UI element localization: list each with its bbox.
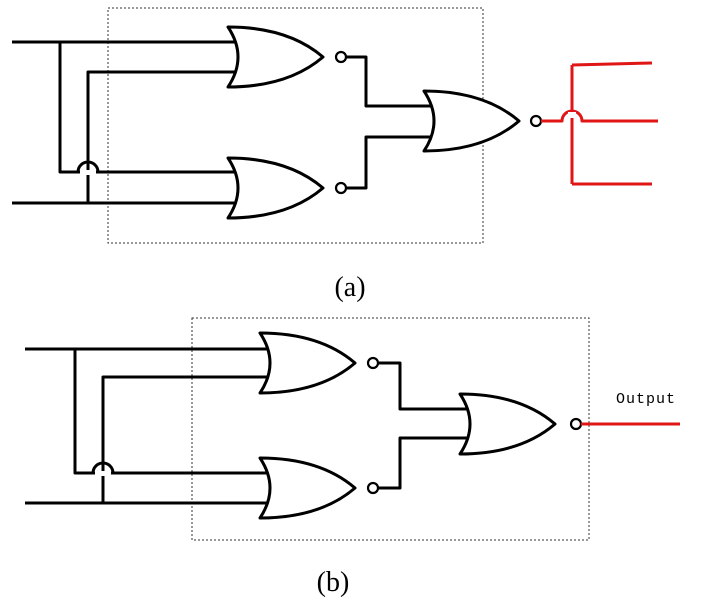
panel-a: (a): [12, 7, 658, 303]
panel-a-output-fanout: [541, 61, 658, 186]
panel-a-nor-gate-top: [226, 25, 325, 89]
panel-b-nor-bubble-top: [366, 356, 380, 370]
panel-a-nor-bubble-bottom: [334, 181, 348, 195]
panel-b-connect-top: [378, 361, 468, 411]
panel-a-inputs: [12, 40, 236, 205]
panel-a-bus-gap: [568, 112, 576, 118]
panel-a-crosswire-1: [58, 42, 236, 174]
panel-b-nor-bubble-output: [569, 417, 583, 431]
panel-b-nor-gate-bottom: [258, 456, 357, 520]
panel-a-connect-top: [346, 55, 432, 108]
panel-a-nor-bubble-output: [529, 114, 543, 128]
panel-b-boundary-box: [191, 317, 590, 541]
panel-b-nor-bubble-bottom: [366, 481, 380, 495]
panel-a-wire-hop: [76, 160, 100, 173]
panel-a-nor-gate-output: [422, 89, 521, 153]
panel-b-hop-gap: [95, 471, 111, 476]
panel-a-nor-bubble-top: [334, 50, 348, 64]
panel-a-connect-bottom: [346, 135, 432, 190]
panel-b-caption: (b): [317, 567, 350, 598]
panel-b-nor-gate-output: [458, 392, 557, 456]
panel-b-crosswire-1: [73, 349, 268, 475]
panel-b-crosswire-2: [101, 375, 268, 503]
panel-a-caption: (a): [334, 272, 365, 303]
panel-b-inputs: [25, 347, 268, 505]
panel-a-output-branch-top: [571, 61, 653, 67]
panel-a-hop-gap: [80, 170, 96, 175]
panel-a-nor-gate-bottom: [226, 156, 325, 220]
panel-b-output-label: Output: [616, 391, 676, 408]
panel-b: Output (b): [25, 317, 680, 598]
panel-b-wire-hop: [91, 461, 115, 474]
panel-b-nor-gate-top: [258, 331, 357, 395]
panel-a-output-wire: [541, 109, 658, 123]
panel-a-crosswire-2: [86, 70, 236, 203]
panel-b-connect-bottom: [378, 436, 468, 490]
